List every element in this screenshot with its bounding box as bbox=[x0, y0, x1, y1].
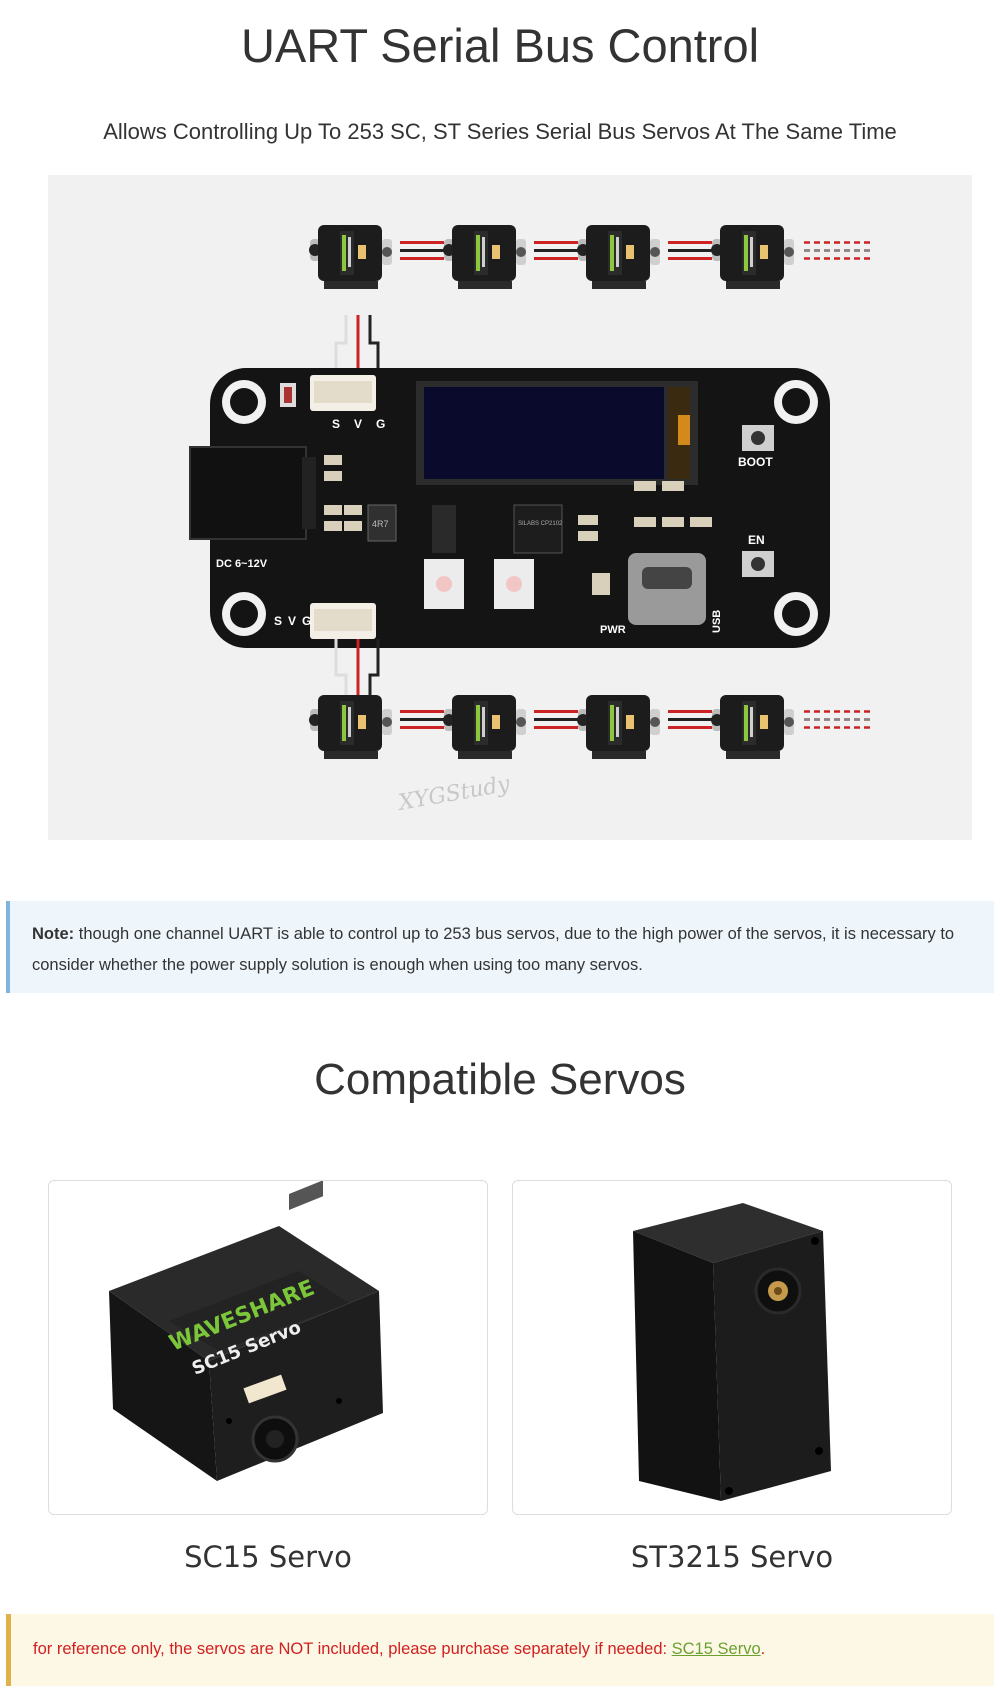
servo-bottom-2 bbox=[443, 695, 526, 759]
bus-cable bbox=[534, 710, 578, 729]
bus-cable bbox=[668, 241, 712, 260]
page-title: UART Serial Bus Control bbox=[240, 19, 760, 72]
sc15-servo-image: WAVESHARE SC15 Servo bbox=[109, 1180, 383, 1481]
sc15-caption: SC15 Servo bbox=[184, 1540, 352, 1574]
boot-label: BOOT bbox=[738, 455, 773, 469]
note-box: Note: though one channel UART is able to… bbox=[6, 901, 994, 993]
wiring-diagram-svg: S V G S V G BOOT EN DC 6~12V PWR USB SIL… bbox=[189, 225, 876, 817]
warning-box: for reference only, the servos are NOT i… bbox=[6, 1614, 994, 1686]
section-title: Compatible Servos bbox=[314, 1055, 686, 1104]
pin-label-v: V bbox=[354, 417, 362, 431]
en-label: EN bbox=[748, 533, 765, 547]
note-text: Note: though one channel UART is able to… bbox=[32, 919, 982, 981]
note-prefix: Note: bbox=[32, 925, 75, 943]
usb-label: USB bbox=[711, 610, 723, 633]
bus-cable bbox=[534, 241, 578, 260]
page-subtitle: Allows Controlling Up To 253 SC, ST Seri… bbox=[103, 119, 897, 144]
servo-bottom-4 bbox=[711, 695, 794, 759]
watermark: XYGStudy bbox=[395, 772, 513, 817]
inductor-label: 4R7 bbox=[372, 519, 389, 529]
wiring-diagram: S V G S V G BOOT EN DC 6~12V PWR USB SIL… bbox=[48, 175, 972, 840]
dc-label: DC 6~12V bbox=[216, 558, 268, 570]
driver-board bbox=[189, 368, 830, 648]
servo-card-st3215[interactable] bbox=[512, 1180, 952, 1515]
servo-top-2 bbox=[443, 225, 526, 289]
pin-label-v-bottom: V bbox=[288, 614, 296, 628]
bus-cable-continued bbox=[802, 241, 876, 260]
note-body: though one channel UART is able to contr… bbox=[32, 925, 955, 974]
servo-top-3 bbox=[577, 225, 660, 289]
servo-bottom-1 bbox=[309, 695, 392, 759]
servo-top-4 bbox=[711, 225, 794, 289]
warning-text: for reference only, the servos are NOT i… bbox=[33, 1640, 765, 1659]
sc15-servo-link[interactable]: SC15 Servo bbox=[671, 1640, 761, 1658]
bus-cable bbox=[668, 710, 712, 729]
bus-cable bbox=[400, 710, 444, 729]
pin-label-s-bottom: S bbox=[274, 614, 282, 628]
pin-label-s: S bbox=[332, 417, 340, 431]
bus-cable bbox=[400, 241, 444, 260]
st3215-caption: ST3215 Servo bbox=[630, 1540, 834, 1574]
servo-top-1 bbox=[309, 225, 392, 289]
servo-card-sc15[interactable]: WAVESHARE SC15 Servo bbox=[48, 1180, 488, 1515]
pwr-label: PWR bbox=[600, 624, 626, 636]
servo-bottom-3 bbox=[577, 695, 660, 759]
pin-label-g-bottom: G bbox=[302, 614, 311, 628]
warning-end: . bbox=[760, 1640, 766, 1658]
chip-label: SILABS CP2102 bbox=[518, 521, 563, 527]
st3215-servo-image bbox=[633, 1203, 831, 1501]
bus-cable-continued bbox=[802, 710, 876, 729]
pin-label-g: G bbox=[376, 417, 385, 431]
warning-body: for reference only, the servos are NOT i… bbox=[33, 1640, 672, 1658]
